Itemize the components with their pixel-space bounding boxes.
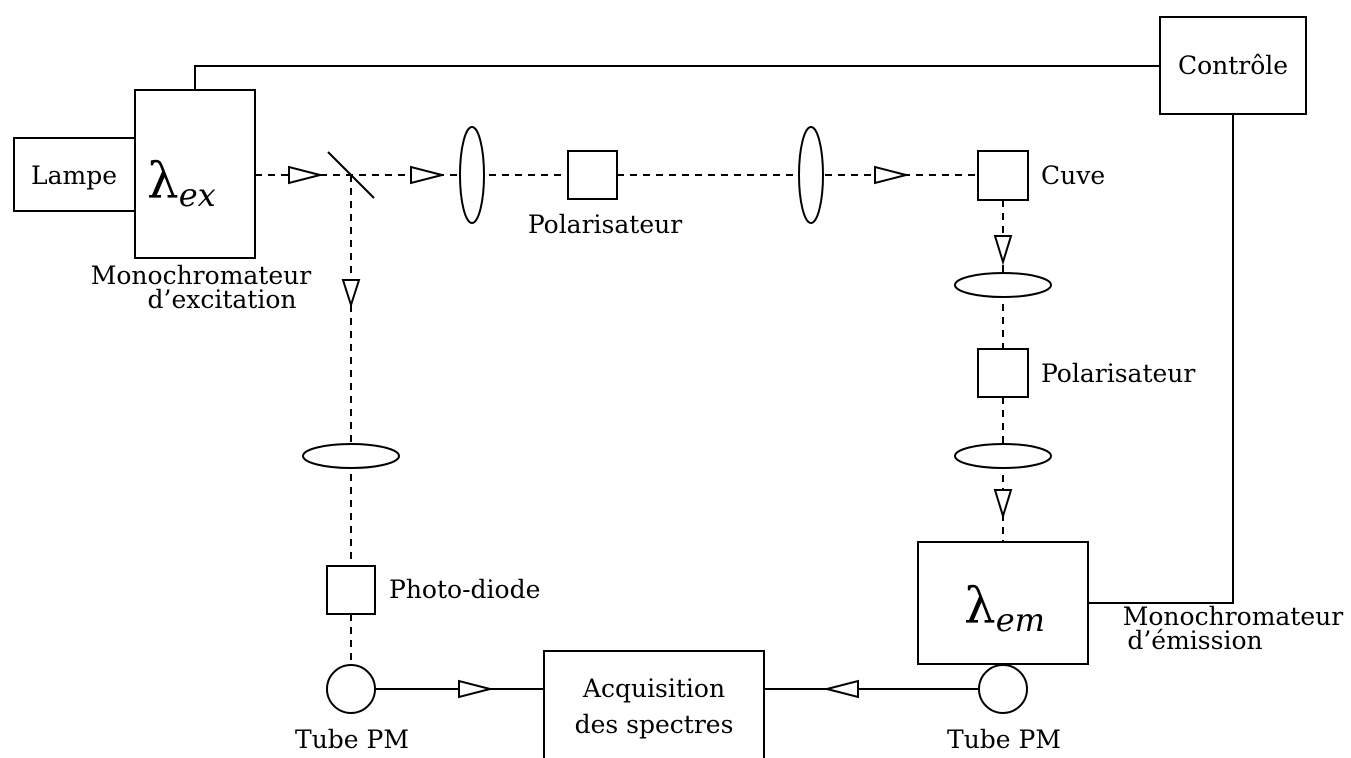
- arrow-beam-right-3: [874, 165, 907, 185]
- emission-symbol: λem: [964, 577, 1045, 639]
- control-box: [1159, 16, 1307, 115]
- lens-emission-2: [954, 443, 1052, 469]
- arrow-beam-down-emission-1: [993, 235, 1013, 266]
- lamp-box: [13, 137, 136, 212]
- pm-tube-left-label: Tube PM: [295, 725, 409, 754]
- lamp-label: Lampe: [31, 161, 117, 190]
- lens-emission-1: [954, 272, 1052, 298]
- control-wire-excitation: [194, 65, 1160, 90]
- beam-splitter: [327, 151, 375, 199]
- emission-label-line2: d’émission: [1127, 626, 1262, 655]
- control-label: Contrôle: [1178, 51, 1288, 80]
- emission-label-line1: Monochromateur: [1123, 602, 1343, 631]
- control-wire-emission: [1088, 114, 1234, 604]
- photodiode-label: Photo-diode: [389, 575, 540, 604]
- excitation-monochromator-box: [134, 89, 256, 259]
- lens-excitation-1: [459, 126, 485, 224]
- emission-monochromator-box: [917, 541, 1089, 665]
- pm-tube-left-icon: [326, 664, 376, 714]
- polarizer-top-box: [567, 150, 618, 200]
- acquisition-label-line1: Acquisition: [582, 674, 725, 703]
- polarizer-top-label: Polarisateur: [528, 210, 682, 239]
- pm-tube-right-label: Tube PM: [947, 725, 1061, 754]
- acquisition-box: [543, 650, 765, 758]
- arrow-beam-down-reference: [341, 279, 361, 309]
- cuvette-box: [977, 150, 1029, 201]
- arrow-signal-right: [458, 679, 491, 699]
- lens-excitation-2: [798, 126, 824, 224]
- arrow-beam-down-emission-2: [993, 489, 1013, 520]
- polarizer-right-box: [977, 348, 1029, 398]
- lens-reference: [302, 443, 400, 469]
- pm-tube-right-icon: [978, 664, 1028, 714]
- excitation-symbol: λex: [147, 152, 216, 214]
- acquisition-label-line2: des spectres: [575, 710, 734, 739]
- arrow-signal-left: [826, 679, 859, 699]
- arrow-beam-right-2: [410, 165, 443, 185]
- excitation-label-line1: Monochromateur: [91, 261, 311, 290]
- excitation-label-line2: d’excitation: [148, 285, 297, 314]
- cuvette-label: Cuve: [1041, 161, 1105, 190]
- polarizer-right-label: Polarisateur: [1041, 359, 1195, 388]
- arrow-beam-right-1: [288, 165, 321, 185]
- photodiode-box: [326, 565, 376, 615]
